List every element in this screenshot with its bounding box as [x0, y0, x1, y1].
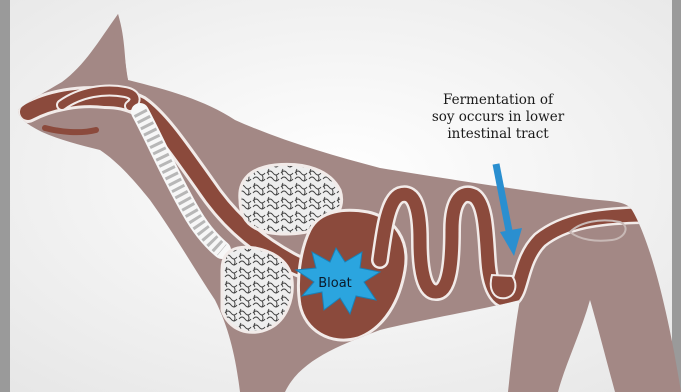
left-frame-strip [0, 0, 10, 392]
annotation-line-2: soy occurs in lower [418, 109, 578, 126]
bloat-label: Bloat [305, 276, 365, 291]
annotation-line-1: Fermentation of [418, 92, 578, 109]
annotation-line-3: intestinal tract [418, 126, 578, 143]
right-frame-strip [672, 0, 681, 392]
fermentation-annotation: Fermentation of soy occurs in lower inte… [418, 92, 578, 143]
